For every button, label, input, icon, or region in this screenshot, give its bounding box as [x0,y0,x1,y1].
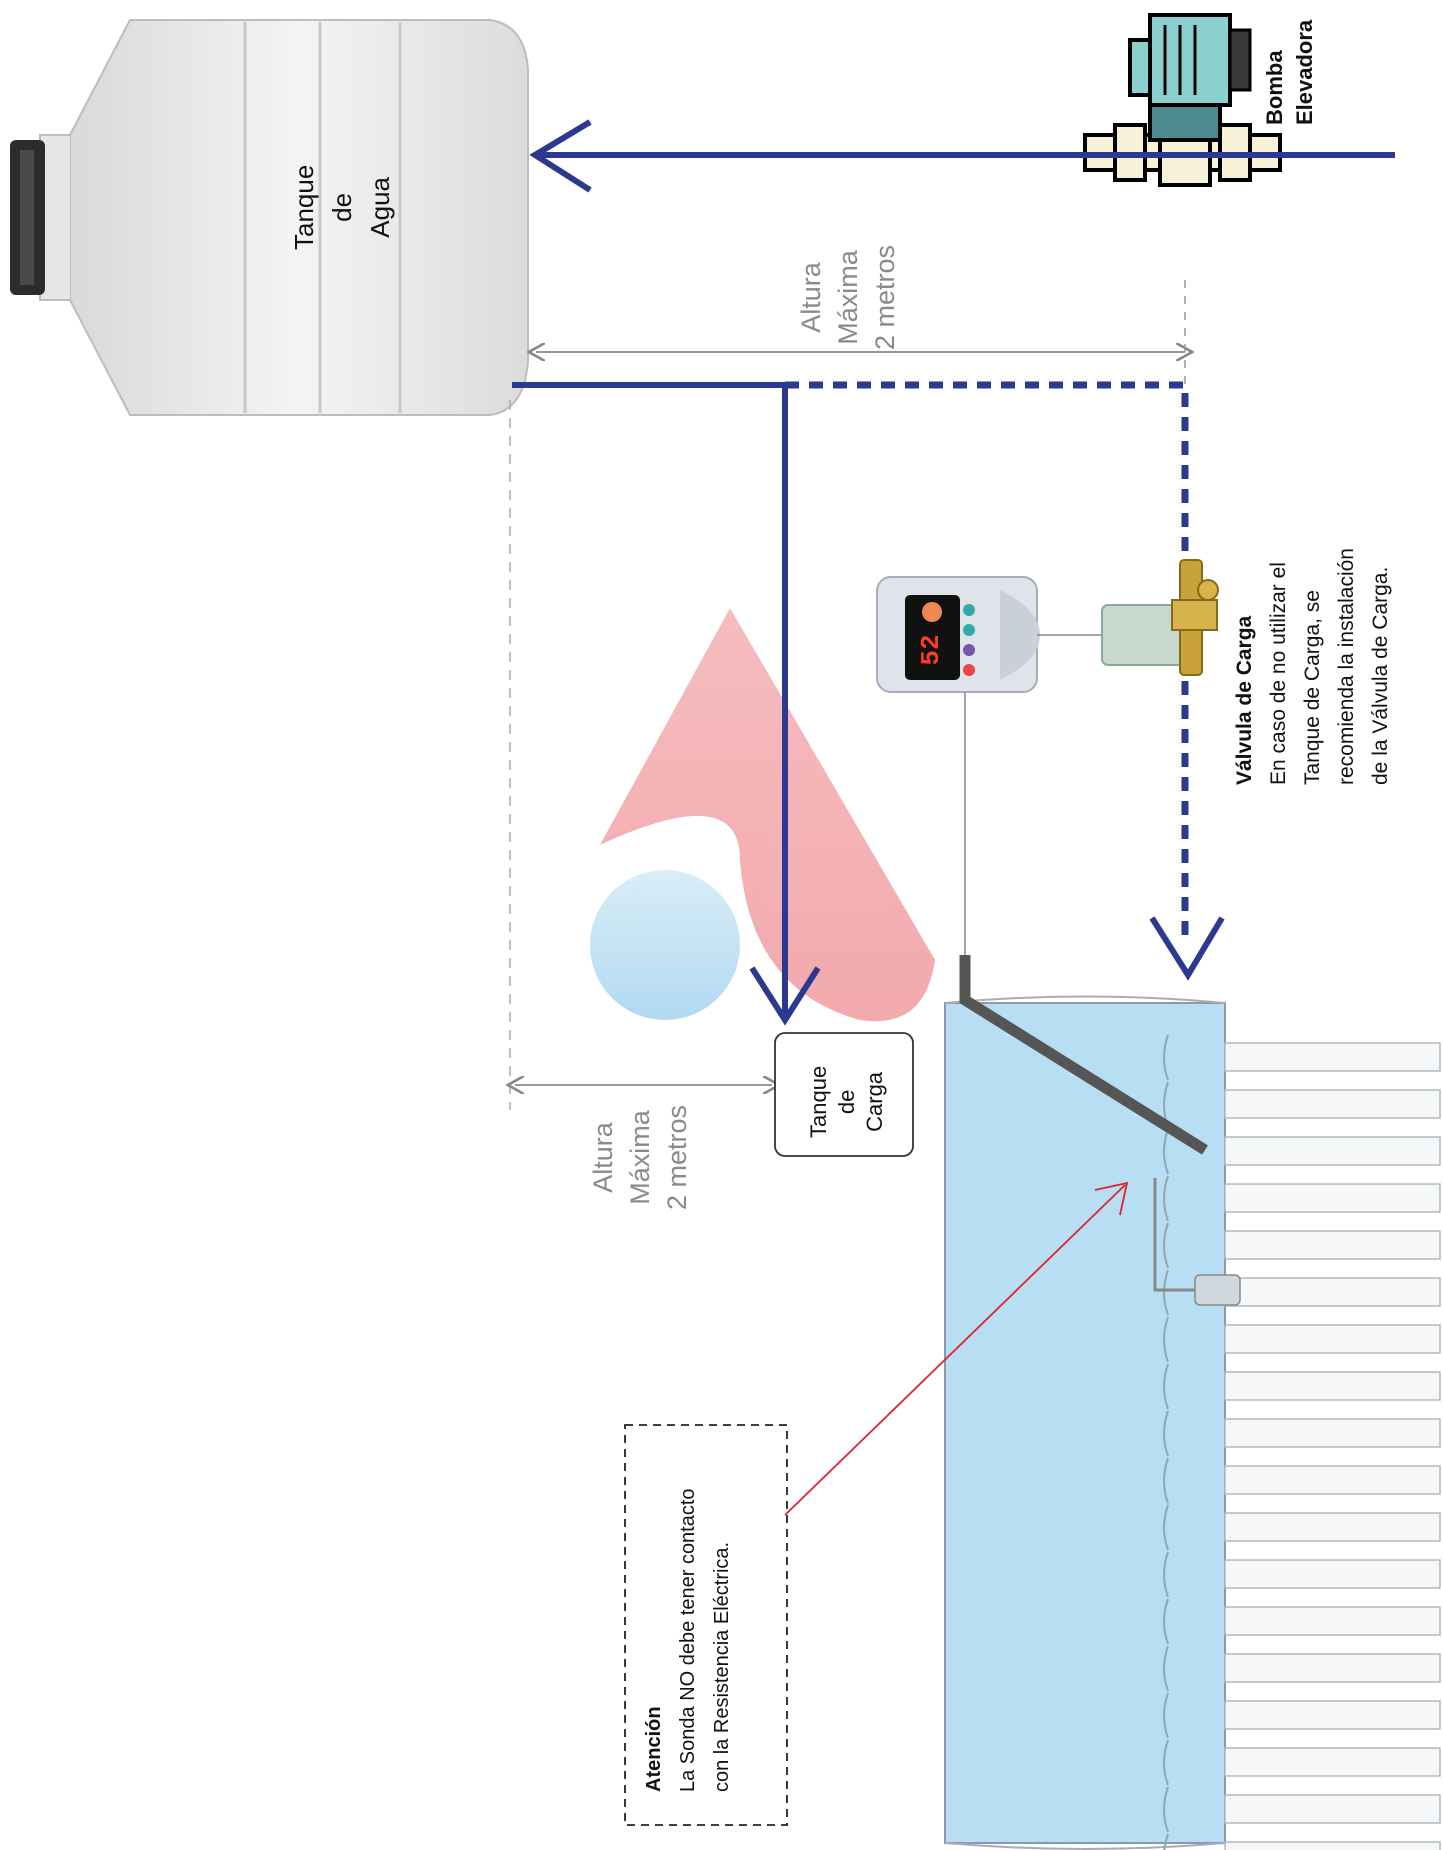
vacuum-tube [1224,1794,1441,1824]
booster-pump [1083,13,1282,187]
attention-title: Atención [643,1706,665,1792]
valve-pipe-dashed [785,381,1189,945]
vacuum-tube [1224,1747,1441,1777]
vacuum-tube [1224,1136,1441,1166]
charge-valve-title: Válvula de Carga [1233,615,1256,785]
vacuum-tube [1224,1183,1441,1213]
water-tank-label: Tanque de Agua [289,164,395,250]
vacuum-tube [1224,1418,1441,1448]
charge-tank-box [774,1032,914,1157]
vacuum-tube [1224,1465,1441,1495]
booster-pump-label: Bomba Elevadora [1262,19,1317,125]
solar-heater [944,995,1441,1850]
temperature-probe [1153,1178,1241,1306]
vacuum-tube [1224,1042,1441,1072]
vacuum-tube [1224,1700,1441,1730]
warning-arrow [784,1184,1126,1516]
vacuum-tube [1224,1277,1441,1307]
vacuum-tube [1224,1653,1441,1683]
vacuum-tube [1224,1512,1441,1542]
vacuum-tube [1224,1089,1441,1119]
vacuum-tube [1224,1606,1441,1636]
vacuum-tube [1224,1230,1441,1260]
brand-logo [590,608,935,1022]
water-tank [10,19,529,416]
heating-element [959,955,1208,1155]
vacuum-tubes [1163,1034,1441,1850]
vacuum-tube [1224,1371,1441,1401]
charge-valve-note: Válvula de Carga En caso de no utilizar … [1228,485,1398,785]
vacuum-tube [1224,1559,1441,1589]
vacuum-tube [1224,1324,1441,1354]
charge-valve [1101,559,1219,676]
valve-pipe-arrowhead [1149,916,1225,981]
vacuum-tube [1224,1841,1441,1850]
charge-tank-label: Tanque de Carga [806,1065,887,1138]
charge-tank-arrowhead [749,966,821,1026]
temperature-controller: 52 [876,576,1040,693]
attention-box [624,1424,788,1826]
controller-display: 52 [916,634,946,665]
top-height-label: Altura Máxima 2 metros [796,244,900,350]
left-height-label: Altura Máxima 2 metros [588,1104,692,1210]
attention-note: Atención La Sonda NO debe tener contacto… [637,1488,739,1792]
supply-arrowhead [529,119,592,193]
